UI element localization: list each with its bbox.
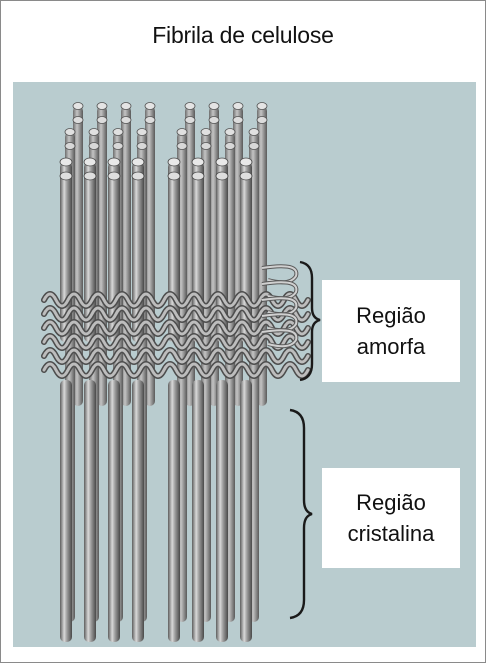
front-fiber-end	[216, 172, 228, 180]
front-fiber-end	[132, 158, 144, 166]
back-fiber-end	[145, 103, 155, 110]
front-fiber-end	[240, 172, 252, 180]
front-fiber-end	[84, 158, 96, 166]
crystalline-label-line2: cristalina	[322, 518, 460, 549]
middle-fiber-end	[201, 143, 211, 150]
front-fiber-end	[240, 158, 252, 166]
front-fiber-end	[108, 172, 120, 180]
front-fiber-end	[108, 158, 120, 166]
back-fiber-end	[257, 117, 267, 124]
middle-fiber-end	[89, 143, 99, 150]
front-fiber-rod-lower	[192, 380, 204, 642]
middle-fiber-end	[177, 143, 187, 150]
amorphous-region-label: Região amorfa	[322, 280, 460, 382]
front-fiber-end	[168, 172, 180, 180]
front-fiber-rod-lower	[108, 380, 120, 642]
back-fiber-end	[185, 117, 195, 124]
front-fiber-rod-lower	[216, 380, 228, 642]
middle-fiber-end	[201, 129, 211, 136]
back-fiber-end	[209, 103, 219, 110]
middle-fiber-end	[137, 129, 147, 136]
middle-fiber-end	[113, 143, 123, 150]
front-fiber-rod-lower	[84, 380, 96, 642]
middle-fiber-end	[249, 143, 259, 150]
front-fiber-end	[216, 158, 228, 166]
front-fiber-end	[84, 172, 96, 180]
back-fiber-end	[97, 117, 107, 124]
middle-fiber-end	[225, 143, 235, 150]
back-fiber-end	[185, 103, 195, 110]
front-fiber-end	[192, 158, 204, 166]
front-fiber-rod-lower	[240, 380, 252, 642]
front-fiber-end	[132, 172, 144, 180]
front-fiber-end	[168, 158, 180, 166]
middle-fiber-end	[177, 129, 187, 136]
middle-fiber-end	[249, 129, 259, 136]
middle-fiber-end	[137, 143, 147, 150]
crystalline-region-bracket	[290, 410, 312, 618]
middle-fiber-end	[225, 129, 235, 136]
front-fiber-end	[60, 158, 72, 166]
front-fiber-rod-lower	[132, 380, 144, 642]
middle-fiber-end	[65, 129, 75, 136]
back-fiber-end	[73, 103, 83, 110]
front-fiber-rod-lower	[168, 380, 180, 642]
amorphous-label-line1: Região	[322, 300, 460, 331]
front-fiber-end	[60, 172, 72, 180]
middle-fiber-end	[65, 143, 75, 150]
back-fiber-end	[257, 103, 267, 110]
middle-fiber-end	[113, 129, 123, 136]
front-fiber-end	[192, 172, 204, 180]
back-fiber-end	[73, 117, 83, 124]
front-fiber-layer	[60, 158, 252, 642]
crystalline-label-line1: Região	[322, 487, 460, 518]
back-fiber-end	[121, 103, 131, 110]
crystalline-region-label: Região cristalina	[322, 468, 460, 568]
back-fiber-end	[145, 117, 155, 124]
back-fiber-end	[97, 103, 107, 110]
back-fiber-end	[233, 103, 243, 110]
back-fiber-end	[209, 117, 219, 124]
back-fiber-end	[121, 117, 131, 124]
middle-fiber-end	[89, 129, 99, 136]
amorphous-label-line2: amorfa	[322, 331, 460, 362]
front-fiber-rod-lower	[60, 380, 72, 642]
back-fiber-end	[233, 117, 243, 124]
